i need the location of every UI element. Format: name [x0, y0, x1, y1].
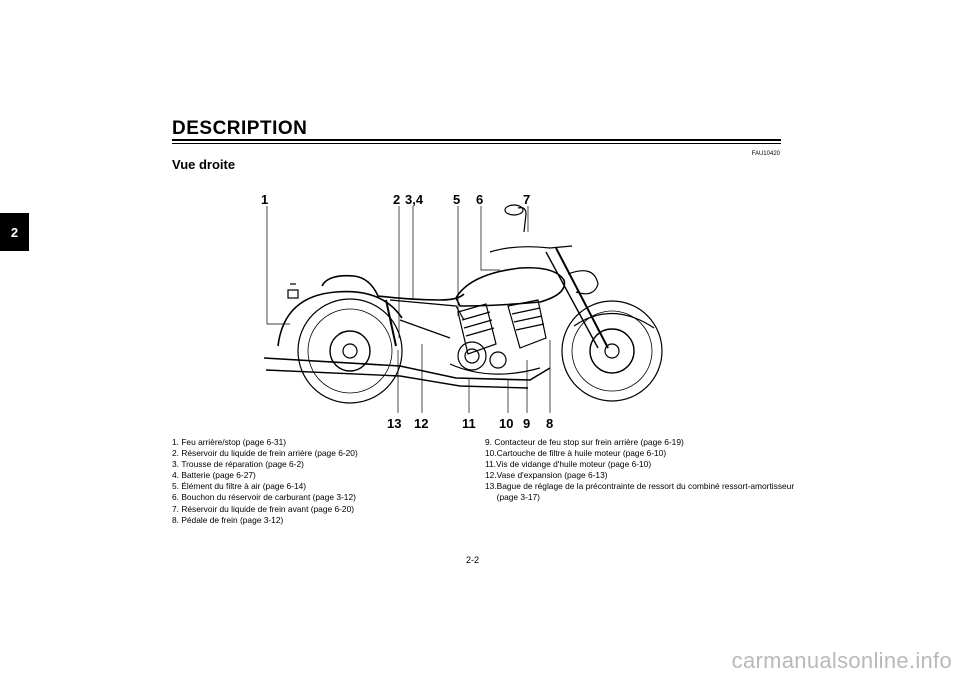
- page-title: DESCRIPTION: [172, 118, 308, 139]
- motorcycle-right-side-icon: 1 2 3,4 5 6 7 13 12 11 10 9 8: [261, 192, 663, 431]
- legend-item-text: Contacteur de feu stop sur frein arrière…: [494, 437, 684, 447]
- legend-item-number: 4.: [172, 470, 182, 481]
- legend-item: 2. Réservoir du liquide de frein arrière…: [172, 448, 462, 459]
- legend-item: 7. Réservoir du liquide de frein avant (…: [172, 504, 462, 515]
- legend-item-text: Vase d'expansion (page 6-13): [496, 470, 608, 481]
- callout-bottom-8: 8: [546, 416, 553, 431]
- callout-bottom-13: 13: [387, 416, 401, 431]
- callout-bottom-11: 11: [462, 416, 476, 431]
- legend-item-number: 11.: [485, 459, 497, 470]
- callout-top-2: 2: [393, 192, 400, 207]
- legend-item-text: Trousse de réparation (page 6-2): [181, 459, 304, 470]
- legend-item: 12.Vase d'expansion (page 6-13): [485, 470, 795, 481]
- legend-item-number: 5.: [172, 481, 182, 492]
- legend-item: 5. Élément du filtre à air (page 6-14): [172, 481, 462, 492]
- legend-item-text: Bouchon du réservoir de carburant (page …: [181, 492, 356, 503]
- callout-bottom-10: 10: [499, 416, 513, 431]
- title-rule-thick: [172, 139, 781, 141]
- legend-item: 4. Batterie (page 6-27): [172, 470, 462, 481]
- legend-item-number: 9.: [485, 437, 495, 447]
- legend-item-text: Élément du filtre à air (page 6-14): [181, 481, 307, 492]
- callout-top-3-4: 3,4: [405, 192, 424, 207]
- legend-item-number: 13.: [485, 481, 497, 492]
- callout-top-7: 7: [523, 192, 530, 207]
- legend-item-number: 3.: [172, 459, 182, 470]
- legend-item-text: Cartouche de filtre à huile moteur (page…: [496, 448, 667, 459]
- callout-bottom-12: 12: [414, 416, 428, 431]
- callout-top-5: 5: [453, 192, 460, 207]
- legend-item-number: 10.: [485, 448, 497, 459]
- watermark: carmanualsonline.info: [731, 648, 952, 673]
- legend-item-number: 7.: [172, 503, 182, 514]
- legend-item: 10.Cartouche de filtre à huile moteur (p…: [485, 448, 795, 459]
- legend-item: 3. Trousse de réparation (page 6-2): [172, 459, 462, 470]
- legend-item: 8. Pédale de frein (page 3-12): [172, 515, 462, 526]
- legend-item-text: Bague de réglage de la précontrainte de …: [496, 481, 795, 503]
- legend-item-text: Réservoir du liquide de frein avant (pag…: [181, 503, 355, 514]
- legend-item-number: 1.: [172, 437, 182, 447]
- legend-left-column: 1. Feu arrière/stop (page 6-31) 2. Réser…: [172, 437, 462, 526]
- legend-item: 13.Bague de réglage de la précontrainte …: [485, 481, 795, 503]
- legend-item-text: Pédale de frein (page 3-12): [181, 514, 284, 525]
- callout-top-1: 1: [261, 192, 268, 207]
- legend-item-text: Feu arrière/stop (page 6-31): [181, 437, 287, 447]
- legend-item-text: Vis de vidange d'huile moteur (page 6-10…: [496, 459, 652, 470]
- legend-item: 9. Contacteur de feu stop sur frein arri…: [485, 437, 795, 448]
- legend-item: 11.Vis de vidange d'huile moteur (page 6…: [485, 459, 795, 470]
- legend-item: 1. Feu arrière/stop (page 6-31): [172, 437, 462, 448]
- legend-item-text: Batterie (page 6-27): [181, 470, 256, 481]
- legend-item-number: 2.: [172, 448, 182, 459]
- legend-item-number: 12.: [485, 470, 497, 481]
- section-subtitle: Vue droite: [172, 157, 236, 172]
- page-number: 2-2: [466, 555, 480, 565]
- reference-code: FAU10420: [751, 151, 780, 157]
- legend-item-number: 8.: [172, 514, 182, 525]
- legend-item-text: Réservoir du liquide de frein arrière (p…: [181, 448, 358, 459]
- callout-top-6: 6: [476, 192, 483, 207]
- title-rule-thin: [172, 143, 781, 144]
- callout-bottom-9: 9: [523, 416, 530, 431]
- chapter-tab: 2: [0, 213, 29, 251]
- chapter-tab-number: 2: [10, 224, 19, 240]
- legend-right-column: 9. Contacteur de feu stop sur frein arri…: [485, 437, 795, 504]
- legend-item: 6. Bouchon du réservoir de carburant (pa…: [172, 492, 462, 503]
- legend-item-number: 6.: [172, 492, 182, 503]
